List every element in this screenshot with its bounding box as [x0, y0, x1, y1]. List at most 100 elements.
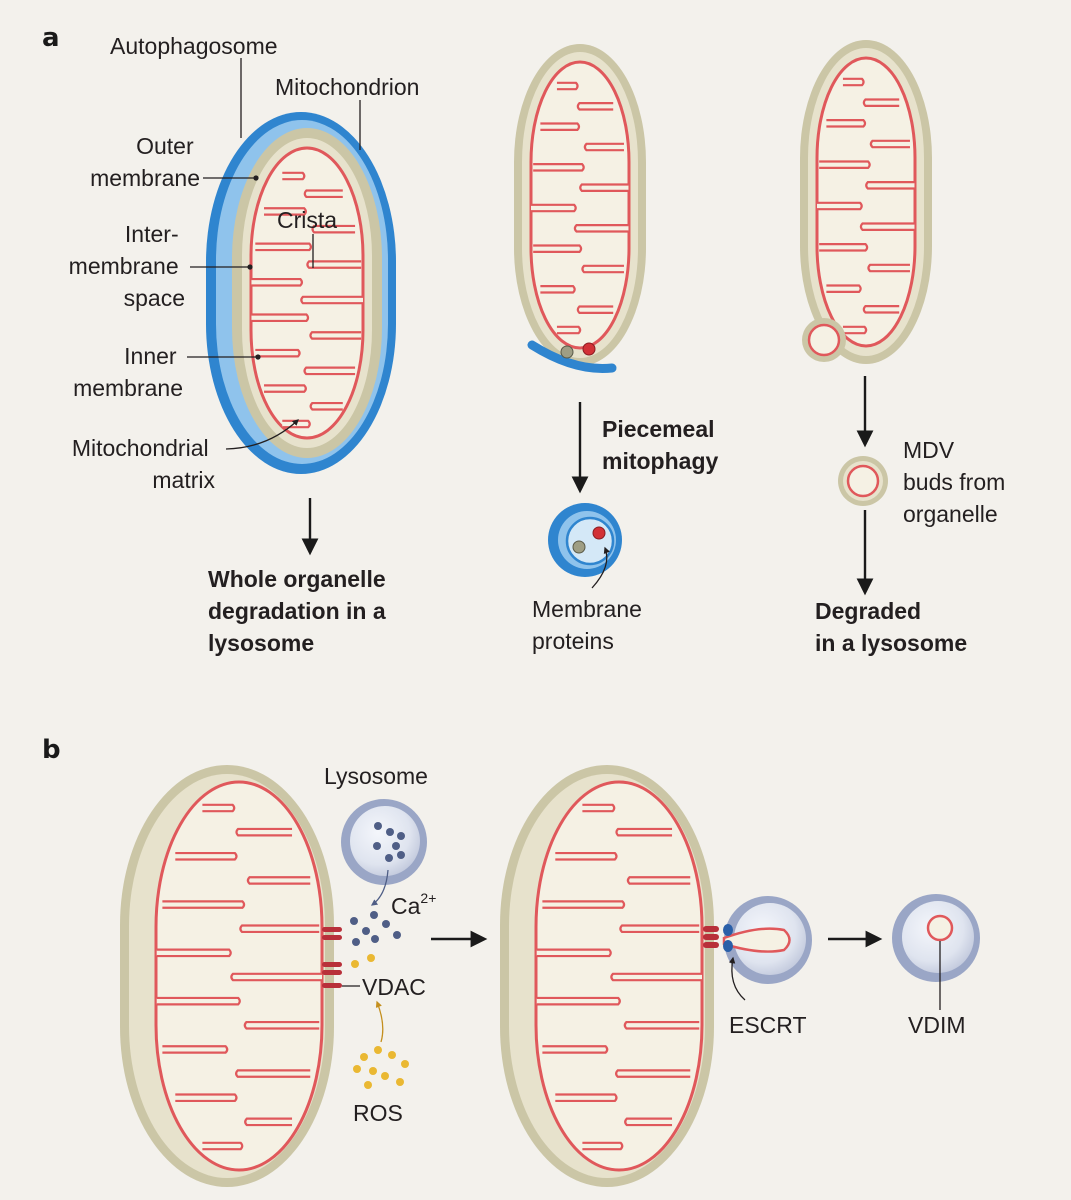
crista-fold	[826, 119, 867, 128]
ros-particle	[364, 1081, 372, 1089]
crista-fold	[819, 160, 871, 169]
vdac-channel	[322, 983, 342, 988]
label-intermembrane-space: Inter- membrane space	[69, 221, 185, 311]
crista-fold	[624, 1117, 673, 1127]
panel-a-leaders	[187, 58, 361, 450]
crista-fold	[615, 827, 673, 837]
crista-fold	[555, 851, 618, 861]
crista-fold	[865, 181, 915, 190]
ca-ion	[385, 854, 393, 862]
cristae-group	[817, 77, 915, 335]
crista-fold	[202, 1141, 244, 1151]
crista-fold	[264, 384, 307, 393]
label-inner-membrane: Inner membrane	[73, 343, 183, 401]
vdac-channel	[322, 970, 342, 975]
crista-fold	[862, 305, 900, 314]
crista-fold	[303, 366, 356, 376]
cristae-group	[536, 803, 702, 1151]
crista-fold	[582, 803, 616, 813]
released-ca-ions	[350, 911, 401, 946]
crista-fold	[255, 242, 313, 252]
crista-fold	[536, 948, 612, 958]
label-mitochondrial-matrix: Mitochondrial matrix	[72, 435, 216, 493]
ca-ion	[374, 822, 382, 830]
crista-fold	[579, 183, 629, 192]
vdac-channel	[703, 934, 719, 940]
ca-ion	[350, 917, 358, 925]
ros-particle	[351, 960, 359, 968]
crista-fold	[533, 163, 585, 172]
crista-fold	[581, 264, 624, 274]
vdim	[892, 894, 980, 1010]
piecemeal-vesicle	[548, 503, 622, 589]
ca-ion	[370, 911, 378, 919]
label-whole-organelle-degradation: Whole organelle degradation in a lysosom…	[208, 566, 392, 656]
label-mitochondrion: Mitochondrion	[275, 74, 419, 100]
crista-fold	[623, 1020, 700, 1030]
crista-fold	[235, 1069, 311, 1078]
crista-fold	[615, 1069, 691, 1078]
label-outer-membrane: Outer membrane	[90, 133, 200, 191]
label-piecemeal-mitophagy: Piecemeal mitophagy	[602, 416, 721, 474]
ca-ion	[397, 851, 405, 859]
mitochondrion-b-left	[120, 765, 334, 1187]
crista-fold	[156, 948, 232, 958]
membrane-protein-red	[582, 342, 596, 356]
crista-fold	[162, 900, 246, 909]
vdim-vesicle	[926, 914, 954, 942]
mitochondrion-with-autophagosome	[206, 112, 396, 474]
ca-release-arrow	[370, 869, 389, 906]
panel-a-letter: a	[42, 23, 60, 53]
vdac-channel	[322, 935, 342, 940]
leader-membrane-proteins	[591, 546, 610, 589]
leader-escrt	[728, 956, 746, 1001]
crista-fold	[859, 222, 915, 231]
crista-fold	[573, 224, 629, 233]
crista-fold	[156, 996, 241, 1006]
crista-fold	[303, 189, 343, 199]
ros-particles	[351, 954, 409, 1089]
vdac-channel	[322, 962, 342, 967]
crista-fold	[230, 972, 322, 982]
leader-matrix	[225, 419, 299, 450]
membrane-protein-red	[592, 526, 606, 540]
membrane-protein-grey	[560, 345, 574, 359]
crista-fold	[626, 876, 691, 885]
ca-ion	[371, 935, 379, 943]
inner-membrane	[249, 146, 365, 440]
crista-fold	[175, 1093, 238, 1103]
crista-fold	[610, 972, 702, 982]
crista-fold	[311, 224, 356, 234]
label-membrane-proteins: Membrane proteins	[532, 596, 648, 654]
crista-fold	[542, 1045, 609, 1054]
cristae-group	[251, 171, 363, 429]
ros-particle	[381, 1072, 389, 1080]
crista-fold	[576, 102, 614, 111]
crista-fold	[842, 77, 865, 87]
panel-b-letter: b	[42, 735, 61, 765]
crista-fold	[536, 996, 621, 1006]
ros-arrow	[375, 1000, 384, 1043]
crista-fold	[306, 260, 362, 269]
vdac-channel	[703, 926, 719, 932]
crista-fold	[540, 122, 581, 131]
label-degraded-in-lysosome: Degraded in a lysosome	[815, 598, 967, 656]
crista-fold	[556, 81, 579, 91]
crista-fold	[862, 98, 900, 107]
crista-fold	[251, 313, 310, 323]
label-lysosome: Lysosome	[324, 763, 428, 789]
ca-ion	[393, 931, 401, 939]
crista-fold	[282, 171, 306, 181]
mitochondrion-mdv	[800, 40, 932, 364]
crista-fold	[576, 305, 614, 314]
crista-fold	[817, 201, 863, 211]
mitochondrion-b-right	[500, 765, 714, 1187]
crista-fold	[300, 295, 363, 305]
crista-fold	[162, 1045, 229, 1054]
escrt-complex	[723, 924, 733, 936]
crista-fold	[819, 243, 869, 252]
crista-fold	[582, 1141, 624, 1151]
label-autophagosome: Autophagosome	[110, 33, 278, 59]
crista-fold	[867, 263, 910, 273]
cristae-group	[531, 81, 629, 335]
